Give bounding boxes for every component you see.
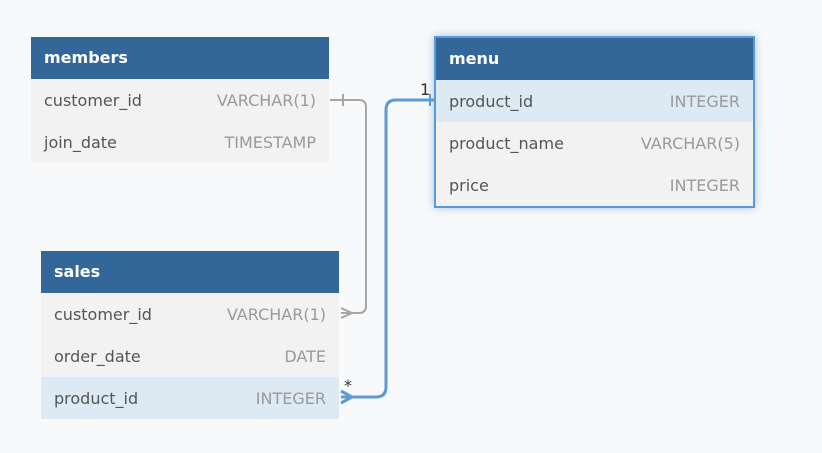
relationship-line-product-id[interactable] (341, 98, 434, 399)
cardinality-many-label: * (344, 376, 352, 395)
table-row[interactable]: order_date DATE (41, 335, 339, 377)
column-name: product_id (54, 388, 139, 408)
column-type: DATE (284, 346, 326, 366)
table-row[interactable]: product_id INTEGER (436, 80, 753, 122)
relationship-line-customer-id[interactable] (330, 99, 367, 314)
table-header-members[interactable]: members (31, 37, 329, 79)
many-marker-sales-customer-id (340, 307, 355, 319)
table-members[interactable]: members customer_id VARCHAR(1) join_date… (31, 37, 329, 163)
column-type: VARCHAR(1) (226, 304, 326, 324)
table-row[interactable]: product_id INTEGER (41, 377, 339, 419)
table-row[interactable]: join_date TIMESTAMP (31, 121, 329, 163)
column-name: product_id (449, 91, 534, 111)
table-row[interactable]: customer_id VARCHAR(1) (31, 79, 329, 121)
table-sales[interactable]: sales customer_id VARCHAR(1) order_date … (41, 251, 339, 419)
cardinality-one-label: 1 (420, 80, 431, 99)
column-type: VARCHAR(1) (216, 90, 316, 110)
column-type: VARCHAR(5) (640, 133, 740, 153)
column-type: INTEGER (669, 175, 740, 195)
column-name: order_date (54, 346, 141, 366)
table-row[interactable]: product_name VARCHAR(5) (436, 122, 753, 164)
table-row[interactable]: customer_id VARCHAR(1) (41, 293, 339, 335)
table-menu[interactable]: menu product_id INTEGER product_name VAR… (434, 36, 755, 208)
column-type: TIMESTAMP (224, 132, 317, 152)
column-name: product_name (449, 133, 564, 153)
table-header-menu[interactable]: menu (436, 38, 753, 80)
column-name: price (449, 175, 489, 195)
column-type: INTEGER (255, 388, 326, 408)
table-header-sales[interactable]: sales (41, 251, 339, 293)
column-name: join_date (44, 132, 117, 152)
many-marker-sales-product-id (340, 389, 356, 405)
column-name: customer_id (54, 304, 152, 324)
column-type: INTEGER (669, 91, 740, 111)
column-name: customer_id (44, 90, 142, 110)
table-row[interactable]: price INTEGER (436, 164, 753, 206)
